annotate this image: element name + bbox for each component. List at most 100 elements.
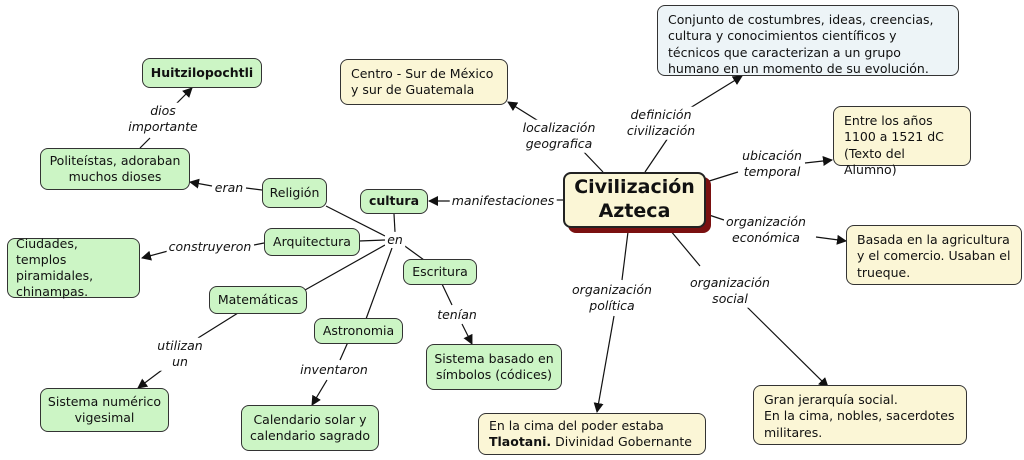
economica-text: Basada en la agricultura y el comercio. … (857, 232, 1011, 280)
astronomia-node[interactable]: Astronomia (314, 318, 403, 344)
politica-node[interactable]: En la cima del poder estaba Tlaotani. Di… (478, 413, 706, 455)
politeistas-text: Politeístas, adoraban muchos dioses (49, 152, 181, 184)
label-localizacion: localización geografica (520, 119, 598, 153)
label-manifestaciones-text: manifestaciones (451, 192, 555, 208)
calendario-text: Calendario solar y calendario sagrado (250, 411, 370, 443)
arrow-eran (189, 178, 213, 189)
label-social-line2: social (712, 291, 748, 306)
link-religion-eran (245, 187, 263, 191)
label-localizacion-line1: localización (522, 119, 596, 135)
label-eran: eran (212, 179, 246, 197)
arrow-construyeron (141, 250, 169, 261)
arrow-localizacion (507, 101, 541, 123)
politica-line2: Tlaotani. Divinidad Gobernante (489, 434, 695, 450)
label-manifestaciones: manifestaciones (449, 192, 557, 210)
religion-text: Religión (269, 184, 320, 200)
politica-bold: Tlaotani. (489, 434, 552, 450)
label-economica-line1: organización (726, 213, 806, 229)
label-utilizan-line1: utilizan (157, 337, 203, 353)
label-en: en (385, 231, 405, 249)
huitzilopochtli-node[interactable]: Huitzilopochtli (142, 58, 262, 88)
sistema-simbolos-node[interactable]: Sistema basado en símbolos (códices) (426, 344, 562, 390)
link-en-matematicas (304, 244, 386, 291)
social-line1: Gran jerarquía social. (764, 392, 898, 407)
link-en-religion (325, 205, 386, 237)
label-dios: dios importante (126, 102, 200, 136)
label-construyeron-text: construyeron (168, 238, 252, 254)
link-en-arquitectura (358, 239, 386, 242)
link-en-astronomia (365, 247, 393, 320)
definicion-node[interactable]: Conjunto de costumbres, ideas, creencias… (657, 5, 959, 76)
link-center-localizacion (581, 149, 604, 173)
link-center-politica (621, 231, 629, 281)
religion-node[interactable]: Religión (262, 178, 327, 208)
link-escritura-tenian (441, 283, 453, 306)
sistema-simbolos-text: Sistema basado en símbolos (códices) (434, 350, 554, 382)
link-politeistas-dios (139, 137, 151, 149)
link-center-ubicacion (705, 171, 739, 183)
label-dios-line2: importante (128, 119, 198, 134)
arrow-social (744, 304, 829, 388)
economica-node[interactable]: Basada en la agricultura y el comercio. … (846, 225, 1022, 285)
ubicacion-line2: 1100 a 1521 dC (844, 129, 944, 145)
central-node[interactable]: Civilización Azteca (563, 172, 706, 228)
social-node[interactable]: Gran jerarquía social. En la cima, noble… (753, 385, 967, 445)
localizacion-line2: y sur de Guatemala (351, 82, 475, 98)
arrow-politica (593, 315, 615, 413)
central-node-line1: Civilización (574, 176, 695, 199)
arquitectura-text: Arquitectura (273, 233, 351, 249)
huitzilopochtli-text: Huitzilopochtli (150, 64, 254, 80)
central-node-line2: Azteca (598, 200, 671, 222)
label-economica: organización económica (724, 213, 808, 247)
label-dios-line1: dios (150, 102, 176, 118)
escritura-node[interactable]: Escritura (403, 259, 477, 285)
matematicas-text: Matemáticas (217, 291, 299, 307)
arrow-definicion (689, 75, 743, 109)
politeistas-node[interactable]: Politeístas, adoraban muchos dioses (40, 148, 190, 190)
label-localizacion-line2: geografica (525, 136, 593, 151)
label-tenian: tenían (435, 306, 479, 324)
label-definicion-line1: definición (630, 106, 692, 122)
link-astronomia-inventaron (339, 341, 349, 361)
link-center-definicion (644, 137, 669, 173)
politica-rest: Divinidad Gobernante (551, 434, 693, 450)
link-center-social (669, 229, 701, 267)
cultura-node[interactable]: cultura (360, 189, 428, 214)
link-cultura-en (393, 213, 396, 233)
arrow-economica (815, 234, 847, 245)
ciudades-node[interactable]: Ciudades, templos piramidales, chinampas… (7, 235, 140, 300)
label-inventaron: inventaron (298, 361, 370, 379)
calendario-node[interactable]: Calendario solar y calendario sagrado (241, 405, 379, 451)
label-inventaron-text: inventaron (300, 361, 368, 377)
label-social-line1: organización (690, 274, 770, 290)
sistema-numerico-text: Sistema numérico vigesimal (47, 393, 162, 425)
social-line2: En la cima, nobles, sacerdotes militares… (764, 408, 955, 440)
arrow-ubicacion (804, 156, 833, 166)
ciudades-text: Ciudades, templos piramidales, chinampas… (16, 235, 94, 300)
ubicacion-line3: (Texto del Alumno) (844, 145, 905, 177)
politica-line1: En la cima del poder estaba (489, 418, 664, 433)
arquitectura-node[interactable]: Arquitectura (264, 228, 360, 256)
label-utilizan: utilizan un (155, 337, 205, 371)
label-ubicacion-line2: temporal (743, 164, 801, 179)
localizacion-node[interactable]: Centro - Sur de México y sur de Guatemal… (340, 59, 508, 105)
definicion-text: Conjunto de costumbres, ideas, creencias… (668, 12, 934, 76)
label-social: organización social (688, 274, 772, 308)
ubicacion-node[interactable]: Entre los años 1100 a 1521 dC (Texto del… (833, 106, 971, 177)
label-tenian-text: tenían (437, 306, 477, 322)
label-en-text: en (387, 231, 403, 247)
label-politica-line1: organización (572, 281, 652, 297)
arrow-utilizan (137, 369, 163, 389)
escritura-text: Escritura (412, 263, 468, 279)
sistema-numerico-node[interactable]: Sistema numérico vigesimal (40, 388, 169, 432)
label-ubicacion-line1: ubicación (742, 147, 802, 163)
arrow-inventaron (311, 379, 328, 406)
label-definicion-line2: civilización (626, 123, 696, 138)
matematicas-node[interactable]: Matemáticas (209, 286, 307, 314)
label-politica: organización política (570, 281, 654, 315)
astronomia-text: Astronomia (322, 322, 395, 338)
label-definicion: definición civilización (624, 106, 698, 140)
link-arquitectura-construyeron (253, 242, 265, 246)
localizacion-line1: Centro - Sur de México (351, 66, 494, 81)
